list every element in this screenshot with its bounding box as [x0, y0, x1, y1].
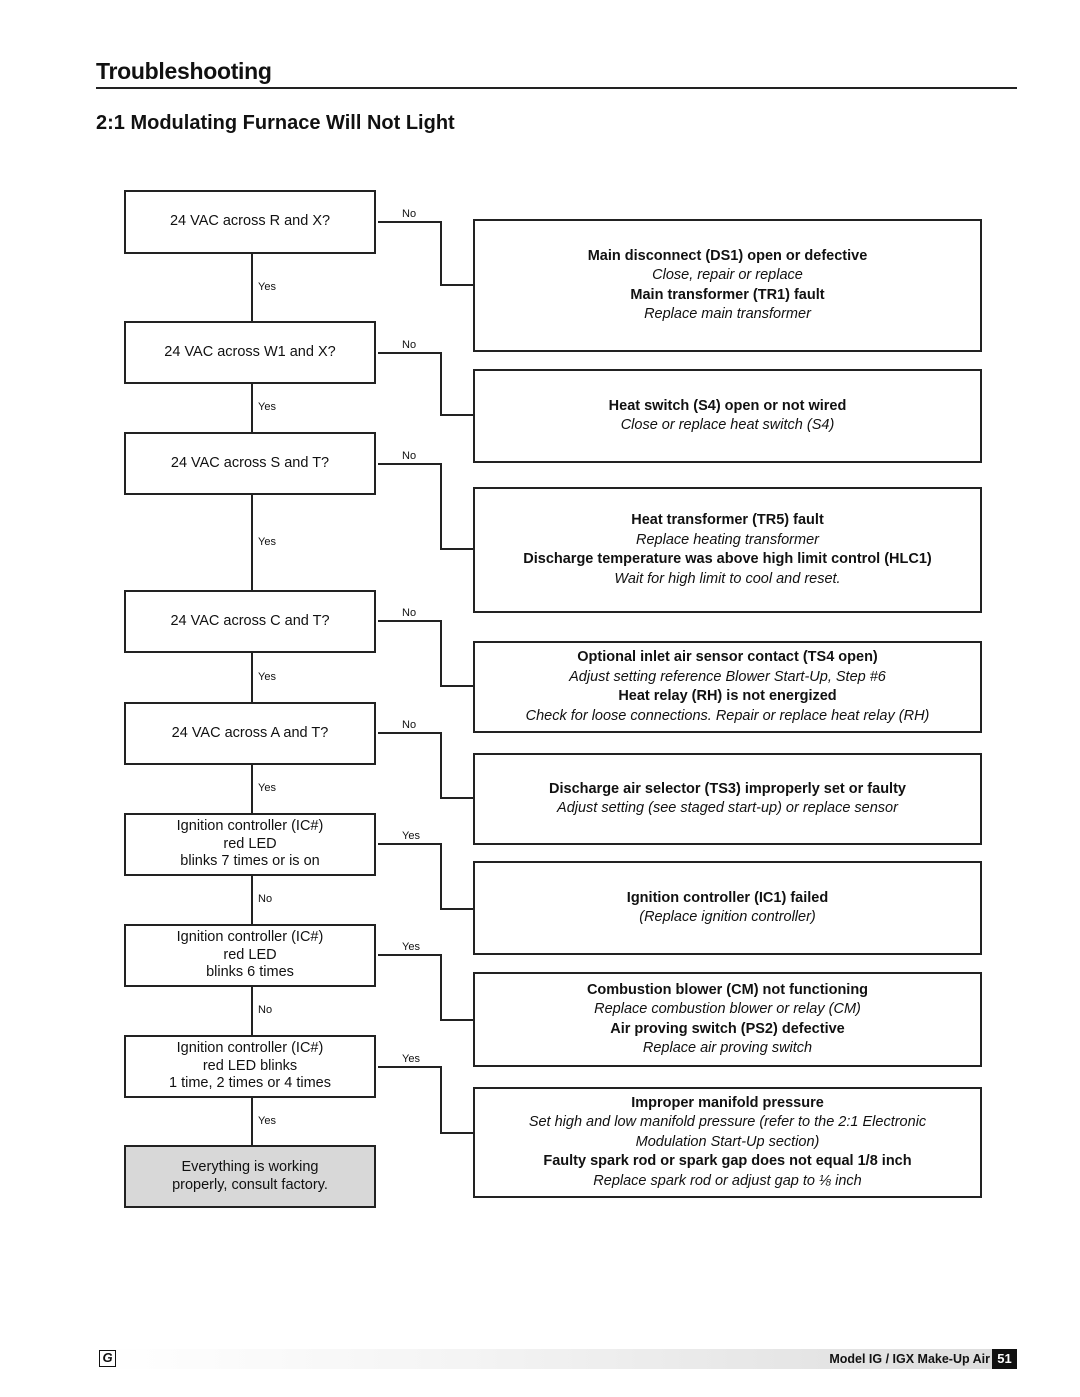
- branch-label: No: [258, 1004, 273, 1016]
- question-text: Everything is working: [181, 1159, 319, 1175]
- question-box: 24 VAC across C and T?: [124, 590, 376, 653]
- question-box: 24 VAC across A and T?: [124, 702, 376, 765]
- branch-label: Yes: [402, 830, 420, 842]
- fault-text: Combustion blower (CM) not functioning: [586, 981, 869, 998]
- page-number: 51: [992, 1349, 1017, 1369]
- branch-label: Yes: [258, 782, 276, 794]
- remedy-text: Set high and low manifold pressure (refe…: [528, 1114, 927, 1131]
- remedy-text: Replace combustion blower or relay (CM): [594, 1001, 861, 1017]
- branch-label: No: [258, 893, 273, 905]
- fault-text: Air proving switch (PS2) defective: [610, 1020, 845, 1037]
- branch-label: No: [402, 607, 417, 619]
- page-title: 2:1 Modulating Furnace Will Not Light: [96, 112, 455, 134]
- remedy-text: Modulation Start-Up section): [635, 1133, 820, 1150]
- branch-label: Yes: [258, 401, 276, 413]
- result-box: Ignition controller (IC1) failed (Replace…: [473, 861, 982, 955]
- remedy-text: Check for loose connections. Repair or r…: [525, 707, 930, 724]
- question-text: red LED blinks: [202, 1057, 298, 1074]
- fault-text: Main transformer (TR1) fault: [630, 286, 825, 303]
- branch-label: No: [402, 339, 417, 351]
- remedy-text: Replace air proving switch: [642, 1040, 813, 1056]
- branch-label: Yes: [258, 1114, 276, 1127]
- remedy-text: Close, repair or replace: [652, 267, 803, 283]
- remedy-text: Adjust setting (see staged start-up) or …: [557, 800, 898, 816]
- question-text: 1 time, 2 times or 4 times: [169, 1075, 331, 1092]
- remedy-text: Replace heating transformer: [636, 531, 819, 548]
- remedy-text: Close or replace heat switch (S4): [620, 417, 835, 433]
- branch-label: No: [402, 719, 417, 731]
- question-text: blinks 7 times or is on: [180, 853, 320, 870]
- question-box: 24 VAC across S and T?: [124, 432, 376, 495]
- question-text: 24 VAC across A and T?: [171, 724, 329, 741]
- fault-text: Discharge air selector (TS3) improperly …: [549, 780, 906, 797]
- footer-model-text: Model IG / IGX Make-Up Air: [829, 1352, 990, 1366]
- question-text: red LED: [223, 946, 277, 963]
- branch-label: No: [402, 450, 417, 462]
- question-text: 24 VAC across W1 and X?: [164, 343, 336, 360]
- branch-label: Yes: [258, 670, 276, 683]
- question-box: 24 VAC across R and X?: [124, 190, 376, 254]
- fault-text: Heat transformer (TR5) fault: [631, 512, 824, 528]
- question-text: blinks 6 times: [206, 964, 294, 981]
- question-text: 24 VAC across S and T?: [170, 454, 330, 471]
- fault-text: Main disconnect (DS1) open or defective: [587, 247, 868, 264]
- question-text: Ignition controller (IC#): [176, 1040, 324, 1057]
- fault-text: Ignition controller (IC1) failed: [626, 889, 829, 906]
- fault-text: Discharge temperature was above high lim…: [523, 551, 932, 567]
- section-title: Troubleshooting: [96, 58, 272, 84]
- branch-label: Yes: [402, 941, 420, 953]
- section-divider: [96, 87, 1017, 89]
- branch-label: Yes: [258, 280, 276, 293]
- fault-text: Heat relay (RH) is not energized: [618, 688, 837, 704]
- fault-text: Faulty spark rod or spark gap does not e…: [543, 1153, 912, 1170]
- question-text: Ignition controller (IC#): [176, 818, 324, 835]
- question-text: red LED: [223, 835, 277, 852]
- remedy-text: Wait for high limit to cool and reset.: [614, 570, 841, 587]
- remedy-text: Replace main transformer: [644, 306, 811, 322]
- fault-text: Heat switch (S4) open or not wired: [608, 397, 847, 414]
- remedy-text: (Replace ignition controller): [639, 909, 816, 925]
- brand-logo-icon: G: [99, 1350, 116, 1367]
- remedy-text: Adjust setting reference Blower Start-Up…: [569, 668, 886, 685]
- question-text: 24 VAC across C and T?: [170, 612, 330, 629]
- question-text: properly, consult factory.: [172, 1176, 328, 1193]
- result-box: Optional inlet air sensor contact (TS4 o…: [473, 641, 982, 733]
- remedy-text: Replace spark rod or adjust gap to ⅛ inc…: [593, 1172, 862, 1189]
- footer-bar: [96, 1349, 1017, 1369]
- question-text: Ignition controller (IC#): [176, 929, 324, 946]
- question-box: 24 VAC across W1 and X?: [124, 321, 376, 384]
- branch-label: No: [402, 208, 417, 220]
- question-text: 24 VAC across R and X?: [169, 213, 331, 230]
- branch-label: Yes: [258, 535, 276, 548]
- fault-text: Optional inlet air sensor contact (TS4 o…: [577, 649, 878, 665]
- result-box: Discharge air selector (TS3) improperly …: [473, 753, 982, 845]
- branch-label: Yes: [402, 1053, 420, 1065]
- fault-text: Improper manifold pressure: [631, 1094, 824, 1111]
